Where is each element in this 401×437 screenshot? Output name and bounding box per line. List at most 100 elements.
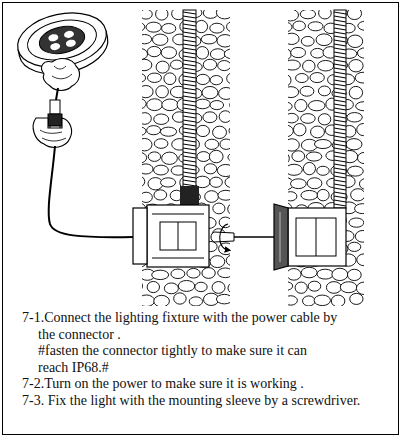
stone (317, 166, 330, 175)
stone (295, 282, 307, 293)
stone (348, 166, 364, 176)
stone (196, 125, 209, 136)
stone (146, 22, 161, 32)
frame (3, 3, 399, 435)
stone (319, 10, 332, 19)
stone (229, 126, 230, 136)
stones (288, 10, 364, 306)
stone (346, 139, 362, 150)
stone (195, 282, 207, 291)
stone (218, 61, 230, 71)
sleeve-flange (133, 208, 147, 264)
stone (164, 73, 176, 85)
stone (156, 86, 169, 98)
stone (196, 47, 208, 60)
stone (311, 48, 324, 58)
stone (160, 127, 176, 136)
fixture-lens (37, 23, 87, 58)
instruction-step: 7-3. Fix the light with the mounting sle… (22, 393, 372, 410)
stone (292, 151, 305, 162)
stone (293, 21, 306, 31)
stone (142, 192, 152, 202)
stone (162, 24, 176, 34)
stone (202, 86, 218, 98)
stone (288, 60, 300, 70)
stone (291, 179, 307, 189)
screwdriver (211, 224, 274, 250)
stone (288, 192, 297, 201)
stone (357, 123, 364, 135)
stone (142, 35, 152, 44)
stone (195, 20, 207, 32)
stone (291, 47, 306, 57)
stone (209, 150, 223, 163)
stone (358, 21, 364, 30)
stone (210, 177, 223, 187)
stone-wall (275, 7, 374, 307)
stone (288, 139, 299, 151)
stone (171, 269, 185, 279)
stone (355, 72, 364, 83)
stone (195, 176, 210, 188)
stone (318, 114, 330, 125)
sleeve-line (152, 214, 204, 215)
stone (288, 281, 293, 290)
stone (154, 114, 169, 124)
stones (142, 10, 230, 306)
stone (197, 152, 210, 162)
stone (316, 34, 332, 46)
stone (204, 164, 216, 174)
instruction-step: 7-1.Connect the lighting fixture with th… (22, 310, 344, 343)
cable (56, 88, 58, 100)
installed-light (274, 204, 346, 270)
stone (219, 87, 230, 99)
sleeve-body (288, 208, 346, 266)
stone (293, 124, 306, 136)
stone (331, 295, 345, 306)
stone (142, 138, 152, 150)
stone (203, 10, 218, 18)
stone (288, 74, 291, 86)
sleeve-line (178, 222, 179, 250)
stone (187, 268, 200, 278)
stone (314, 295, 330, 306)
stone (142, 10, 152, 19)
stone (156, 10, 168, 20)
stone (154, 165, 169, 175)
stone (142, 280, 143, 291)
stone (213, 203, 225, 214)
hand (42, 59, 80, 91)
stone (147, 46, 161, 56)
conduit-ribs (183, 12, 196, 186)
stone (142, 126, 146, 135)
stone (318, 60, 334, 71)
stone (288, 152, 289, 164)
stone (203, 59, 216, 70)
stone (227, 73, 230, 84)
stone (358, 152, 364, 163)
sleeve-inner (296, 218, 336, 256)
stone (178, 280, 195, 291)
stone (351, 189, 364, 201)
stone (147, 73, 161, 82)
sleeve-line (152, 258, 204, 259)
stone (213, 126, 227, 138)
stone (216, 294, 230, 303)
stone (164, 283, 178, 294)
stone (349, 60, 363, 72)
stone (308, 22, 323, 31)
stone (355, 230, 364, 242)
stone (217, 164, 230, 176)
stone (301, 36, 314, 46)
stone (301, 267, 317, 277)
stone (219, 111, 230, 123)
connector-nut (50, 100, 60, 114)
stone (303, 60, 315, 72)
stone (148, 152, 160, 162)
screwdriver-handle (211, 232, 234, 242)
stone (170, 60, 182, 69)
stone (356, 102, 364, 111)
stone (216, 10, 230, 19)
stone (142, 59, 152, 71)
stone (314, 140, 331, 149)
